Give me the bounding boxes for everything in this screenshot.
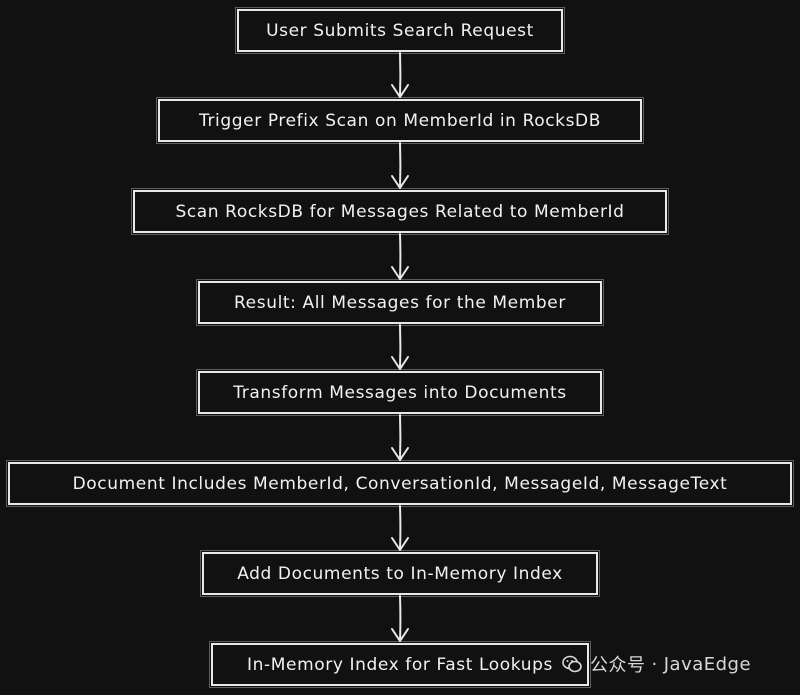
arrow-n5-n6 — [391, 414, 409, 461]
arrow-n6-n7 — [391, 505, 409, 551]
watermark-separator: · — [651, 653, 658, 675]
node-result-all-messages: Result: All Messages for the Member — [196, 279, 604, 326]
watermark: 公众号 · JavaEdge — [562, 649, 751, 679]
node-add-documents: Add Documents to In-Memory Index — [200, 550, 600, 597]
watermark-account-label: 公众号 — [590, 655, 646, 676]
node-transform-messages: Transform Messages into Documents — [196, 369, 604, 416]
node-document-includes: Document Includes MemberId, Conversation… — [6, 460, 794, 507]
node-scan-rocksdb: Scan RocksDB for Messages Related to Mem… — [131, 188, 669, 235]
arrow-n3-n4 — [391, 233, 409, 280]
arrow-n7-n8 — [391, 595, 409, 642]
watermark-name: JavaEdge — [663, 653, 752, 675]
arrow-n2-n3 — [391, 142, 409, 189]
arrow-n1-n2 — [391, 52, 409, 98]
arrow-n4-n5 — [391, 324, 409, 370]
wechat-icon — [562, 655, 582, 673]
node-trigger-prefix-scan: Trigger Prefix Scan on MemberId in Rocks… — [156, 97, 644, 144]
node-in-memory-index: In-Memory Index for Fast Lookups — [209, 641, 591, 688]
node-user-submits-search-request: User Submits Search Request — [235, 7, 565, 54]
